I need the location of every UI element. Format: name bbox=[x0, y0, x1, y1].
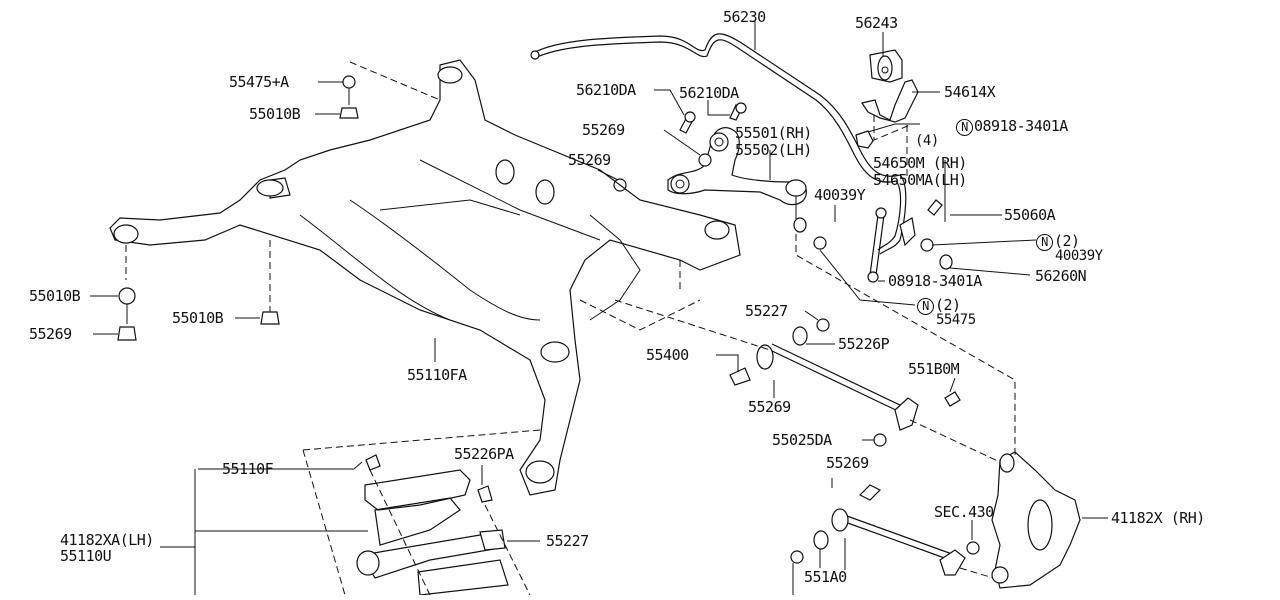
callout-55025da: 55110F bbox=[222, 460, 274, 478]
callout-sec-430: 41182X (RH) bbox=[1111, 509, 1205, 527]
n-mark-icon: N bbox=[1036, 234, 1053, 251]
callout-55110u: 55227 bbox=[546, 532, 589, 550]
callout-55269-3: 55227 bbox=[745, 302, 788, 320]
callout-08918-qty2b-count: 55475 bbox=[936, 312, 976, 328]
callout-55269-4: 55025DA bbox=[772, 431, 832, 449]
callout-55227-2: 551A0 bbox=[804, 568, 847, 586]
callout-56230: 56230 bbox=[723, 8, 766, 26]
callout-08918-qty2b: N(2) bbox=[917, 297, 961, 315]
lateral-link-lower bbox=[790, 484, 1001, 581]
lateral-link-upper bbox=[614, 299, 1001, 463]
lower-arm-assembly bbox=[302, 429, 541, 596]
callout-55502: 55502(LH) bbox=[735, 141, 812, 159]
callout-55400: 55110FA bbox=[407, 366, 467, 384]
mount-hardware bbox=[117, 75, 359, 341]
callout-41182x: 41182XA(LH) bbox=[60, 531, 154, 549]
callout-55227-1: 55226P bbox=[838, 335, 890, 353]
stabilizer-connecting-rod bbox=[793, 199, 953, 306]
stabilizer-bushing bbox=[869, 49, 903, 83]
callout-54614x: 54614X bbox=[944, 83, 996, 101]
callout-54650ma: 54650MA(LH) bbox=[873, 171, 967, 189]
callout-55110f: 55226PA bbox=[454, 445, 514, 463]
callout-08918-qty2a-count: 40039Y bbox=[1055, 248, 1103, 264]
callout-41182xa: 55110U bbox=[60, 547, 112, 565]
n-mark-icon: N bbox=[917, 298, 934, 315]
callout-55010b-mid: 55010B bbox=[172, 309, 224, 327]
callout-56243: 56243 bbox=[855, 14, 898, 32]
callout-55269-2: 55269 bbox=[568, 151, 611, 169]
callout-55060a: 55060A bbox=[1004, 206, 1056, 224]
callout-55269-1: 55269 bbox=[582, 121, 625, 139]
callout-55110fa: 551B0M bbox=[908, 360, 960, 378]
callout-55475: 55010B bbox=[29, 287, 81, 305]
callout-08918-qty4-count: (4) bbox=[915, 133, 939, 149]
callout-55226p: 55400 bbox=[646, 346, 689, 364]
leader-lines bbox=[90, 20, 1108, 595]
axle-knuckle bbox=[991, 451, 1081, 589]
n-mark-icon: N bbox=[956, 119, 973, 136]
callout-55010b-left: 55269 bbox=[29, 325, 72, 343]
stabilizer-clamp bbox=[861, 79, 919, 180]
callout-55501: 55501(RH) bbox=[735, 124, 812, 142]
callout-55010b-top: 55010B bbox=[249, 105, 301, 123]
callout-40039y-1: 40039Y bbox=[814, 186, 866, 204]
nut-08918-4 bbox=[855, 123, 920, 149]
callout-55269-5: SEC.430 bbox=[934, 503, 994, 521]
callout-56260n: 08918-3401A bbox=[888, 272, 982, 290]
suspension-member bbox=[109, 59, 741, 496]
upper-link bbox=[667, 127, 1016, 455]
callout-55226pa: 55269 bbox=[826, 454, 869, 472]
callout-54650m: 54650M (RH) bbox=[873, 154, 967, 172]
callout-40039y-2: 56260N bbox=[1035, 267, 1087, 285]
callout-56210da-2: 56210DA bbox=[679, 84, 739, 102]
callout-56210da-1: 56210DA bbox=[576, 81, 636, 99]
callout-08918-qty2a: N(2) bbox=[1036, 233, 1080, 251]
callout-55475a: 55475+A bbox=[229, 73, 289, 91]
callout-551b0m: 55269 bbox=[748, 398, 791, 416]
